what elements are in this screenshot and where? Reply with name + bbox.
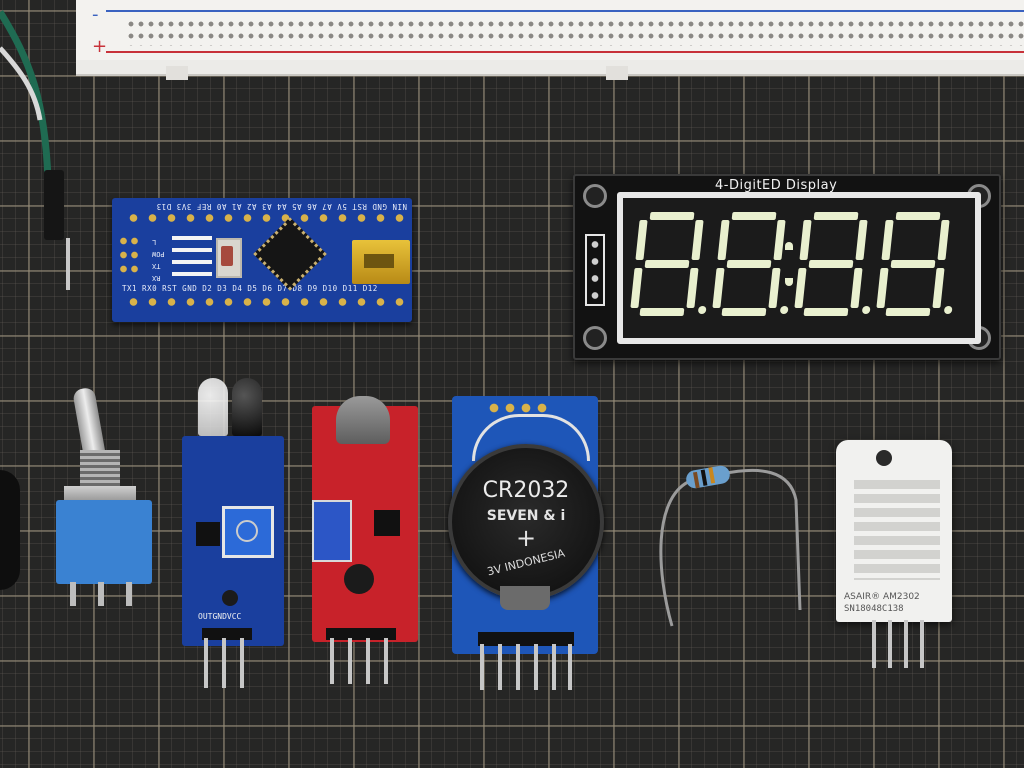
segment [630, 268, 643, 308]
segment [881, 220, 894, 260]
segment [932, 268, 945, 308]
dht-vent-grid [854, 480, 940, 580]
segment [895, 212, 941, 220]
dark-object-edge [0, 470, 20, 590]
smd-leds [172, 236, 212, 284]
segment [803, 308, 849, 316]
segment [717, 220, 730, 260]
rtc-module: CR2032 SEVEN & i + 3V INDONESIA [448, 396, 604, 692]
sound-sensor-module [312, 396, 420, 686]
dht-serial-label: SN18048C138 [844, 604, 904, 614]
breadboard-holes [126, 18, 1024, 46]
segment [726, 260, 772, 268]
seven-segment-digit [874, 212, 953, 316]
decimal-point [779, 306, 789, 314]
decimal-point [697, 306, 707, 314]
segment [799, 220, 812, 260]
led-tx-label: TX [152, 262, 161, 270]
battery-model: CR2032 [482, 478, 570, 503]
dht22-sensor: ASAIR® AM2302 SN18048C138 [832, 440, 956, 672]
ir-sensor-module: OUTGNDVCC [182, 376, 286, 690]
toggle-switch [50, 386, 160, 608]
seven-segment-digit [792, 212, 871, 316]
segment [721, 308, 767, 316]
segment [808, 260, 854, 268]
segment [876, 268, 889, 308]
dht-model-label: ASAIR® AM2302 [844, 592, 920, 602]
segment [773, 220, 786, 260]
segment [850, 268, 863, 308]
segment [794, 268, 807, 308]
resistor [659, 465, 802, 627]
segment [731, 212, 777, 220]
arduino-top-header-pads [124, 212, 410, 224]
rail-plus-label: + [92, 36, 108, 57]
display-header-pins [585, 234, 605, 306]
icsp-header [118, 234, 140, 276]
battery-polarity: + [515, 524, 537, 552]
segment [890, 260, 936, 268]
battery-brand: SEVEN & i [486, 508, 566, 524]
led-pow-label: POW [152, 250, 165, 258]
display-window [617, 192, 981, 344]
breadboard: - + [76, 0, 1024, 80]
segment [635, 220, 648, 260]
digit-row [630, 212, 963, 318]
segment [639, 308, 685, 316]
rail-minus-label: - [92, 4, 99, 25]
led-rx-label: RX [152, 274, 161, 282]
reset-button [216, 238, 242, 278]
colon-dots [785, 242, 793, 286]
segment [686, 268, 699, 308]
segment [649, 212, 695, 220]
arduino-bottom-header-pads [124, 296, 410, 308]
led-l-label: L [152, 238, 157, 246]
segment [691, 220, 704, 260]
seven-segment-digit [628, 212, 707, 316]
ir-pin-label: OUTGNDVCC [198, 612, 242, 621]
segment [855, 220, 868, 260]
jumper-wire [0, 10, 70, 290]
segment [885, 308, 931, 316]
segment [937, 220, 950, 260]
arduino-nano-board: NIN GND RST 5V A7 A6 A5 A4 A3 A2 A1 A0 R… [112, 198, 412, 322]
coin-battery: CR2032 SEVEN & i + 3V INDONESIA [448, 444, 604, 600]
seven-segment-digit [710, 212, 789, 316]
segment [644, 260, 690, 268]
segment [768, 268, 781, 308]
atmega-chip [253, 217, 327, 291]
arduino-top-pin-labels: NIN GND RST 5V A7 A6 A5 A4 A3 A2 A1 A0 R… [156, 202, 407, 211]
display-title: 4-DigitED Display [715, 178, 838, 193]
four-digit-display-module: 4-DigitED Display [573, 174, 1001, 360]
decimal-point [943, 306, 953, 314]
arduino-bottom-pin-labels: TX1 RX0 RST GND D2 D3 D4 D5 D6 D7 D8 D9 … [122, 284, 378, 293]
decimal-point [861, 306, 871, 314]
segment [712, 268, 725, 308]
segment [813, 212, 859, 220]
